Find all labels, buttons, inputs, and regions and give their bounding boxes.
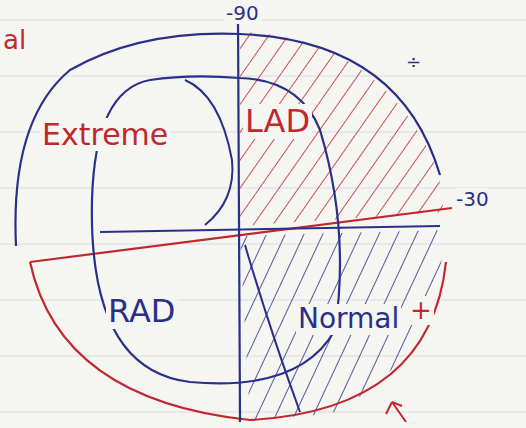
- angle-label: -30: [454, 188, 491, 210]
- angle-label: -90: [224, 2, 261, 24]
- region-label: Extreme: [40, 118, 170, 151]
- partial-label: al: [1, 26, 28, 55]
- region-label: RAD: [106, 294, 177, 329]
- note-mark: ÷: [404, 52, 423, 72]
- sign-label: +: [408, 296, 434, 325]
- region-label: LAD: [243, 104, 312, 139]
- region-label: Normal: [296, 304, 401, 335]
